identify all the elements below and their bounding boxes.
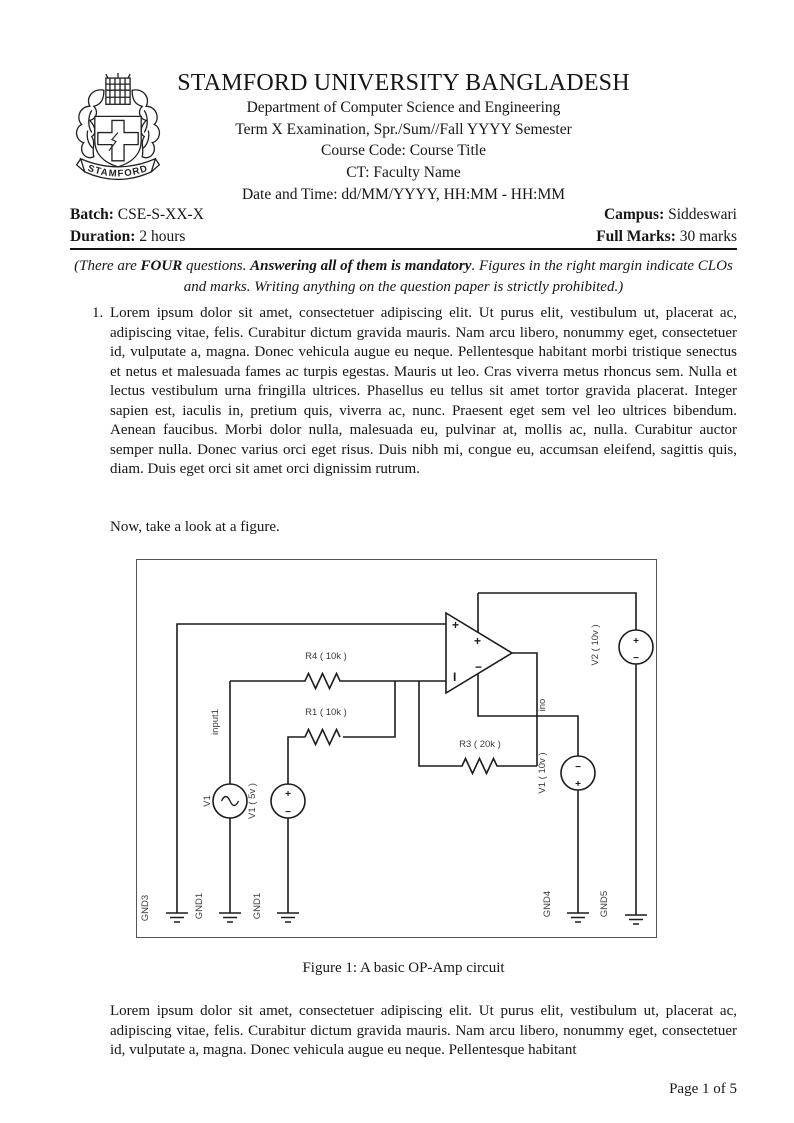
v2-minus-mark: −: [633, 653, 639, 664]
resistor-R3: [418, 681, 537, 776]
ct-line: CT: Faculty Name: [346, 164, 461, 182]
wire-top-rail: [478, 592, 637, 630]
instructions-text: questions.: [182, 258, 251, 274]
ground-gnd4-icon: [567, 912, 589, 923]
v1-5v-minus-mark: −: [285, 807, 291, 818]
question-number: 1.: [92, 305, 104, 321]
label-GND5: GND5: [599, 891, 610, 917]
label-input1: input1: [210, 709, 221, 735]
ac-source-V1: [212, 783, 248, 819]
label-GND3: GND3: [140, 895, 151, 921]
label-R1: R1 ( 10k ): [305, 707, 347, 718]
sine-symbol: [220, 795, 240, 807]
full-marks-label: Full Marks:: [596, 228, 676, 246]
instructions-text: (There are: [74, 258, 141, 274]
label-R3: R3 ( 20k ): [459, 739, 501, 750]
full-marks-row: Full Marks: 30 marks: [596, 226, 737, 248]
v1-10v-plus-mark: +: [575, 779, 581, 790]
duration-row: Duration: 2 hours: [70, 226, 204, 248]
exam-instructions: (There are FOUR questions. Answering all…: [70, 256, 737, 298]
v1-5v-plus-mark: +: [285, 789, 291, 800]
ground-gnd1a-icon: [219, 912, 241, 923]
question-1: 1. Lorem ipsum dolor sit amet, consectet…: [92, 304, 737, 480]
opamp-minus-input-label: I: [453, 670, 456, 684]
wire-supply: [477, 593, 579, 756]
label-GND4: GND4: [542, 891, 553, 917]
figure-1-opamp-circuit: + I + − + − − + + − R4 ( 10k ) R1 ( 10k …: [136, 559, 657, 938]
full-marks-value: 30 marks: [675, 228, 737, 246]
duration-value: 2 hours: [135, 228, 186, 246]
instructions-text: . Figures in the right margin indicate C…: [183, 258, 733, 295]
university-name: STAMFORD UNIVERSITY BANGLADESH: [177, 70, 630, 96]
label-V1-5v: V1 ( 5v ): [247, 783, 258, 819]
ground-gnd1b-icon: [277, 912, 299, 923]
resistor-R4: [230, 671, 446, 691]
crest-graphic: [75, 73, 161, 181]
university-logo: STAMFORD: [66, 70, 170, 186]
instructions-bold-four: FOUR: [140, 258, 183, 274]
label-V1-ac: V1: [202, 795, 213, 807]
logo-banner-text: STAMFORD: [86, 163, 150, 180]
label-ino: ino: [537, 699, 548, 712]
batch-label: Batch:: [70, 206, 114, 223]
opamp-vplus-label: +: [474, 634, 481, 648]
campus-label: Campus:: [603, 206, 665, 223]
page-number: Page 1 of 5: [669, 1081, 737, 1097]
department-line: Department of Computer Science and Engin…: [246, 99, 561, 116]
label-GND1-b: GND1: [252, 893, 263, 919]
resistor-R1: [287, 681, 396, 784]
v1-10v-minus-mark: −: [575, 762, 581, 773]
closing-paragraph: Lorem ipsum dolor sit amet, consectetuer…: [110, 1003, 737, 1058]
batch-value: CSE-S-XX-X: [113, 206, 204, 223]
campus-value: Siddeswari: [664, 206, 737, 223]
figure-border: [136, 559, 657, 938]
label-V1-10v: V1 ( 10v ): [537, 752, 548, 793]
meta-right: Campus: Siddeswari Full Marks: 30 marks: [596, 204, 737, 249]
label-V2-10v: V2 ( 10v ): [590, 624, 601, 665]
meta-left: Batch: CSE-S-XX-X Duration: 2 hours: [70, 204, 204, 249]
term-line: Term X Examination, Spr./Sum//Fall YYYY …: [235, 120, 572, 138]
course-line: Course Code: Course Title: [321, 142, 486, 160]
opamp-plus-input-label: +: [452, 618, 459, 632]
wire-noninverting-input: [176, 623, 446, 913]
batch-row: Batch: CSE-S-XX-X: [70, 204, 204, 226]
figure-caption: Figure 1: A basic OP-Amp circuit: [302, 960, 505, 976]
header-divider: [70, 248, 737, 250]
header-block: STAMFORD UNIVERSITY BANGLADESH: [70, 69, 737, 97]
campus-row: Campus: Siddeswari: [596, 204, 737, 226]
instructions-bold-mandatory: Answering all of them is mandatory: [250, 258, 472, 274]
question-paragraph: Lorem ipsum dolor sit amet, consectetuer…: [110, 305, 737, 477]
ground-gnd5-icon: [625, 914, 647, 925]
ground-gnd3-icon: [166, 912, 188, 923]
header-sub-block: Department of Computer Science and Engin…: [70, 97, 737, 206]
label-GND1-a: GND1: [194, 893, 205, 919]
circuit-wires: [166, 592, 654, 925]
opamp-triangle: [445, 611, 514, 695]
figure-intro-line: Now, take a look at a figure.: [110, 519, 280, 535]
duration-label: Duration:: [70, 228, 136, 246]
datetime-line: Date and Time: dd/MM/YYYY, HH:MM - HH:MM: [241, 185, 566, 203]
wire-output: [512, 652, 538, 766]
opamp-vminus-label: −: [475, 660, 482, 674]
v2-plus-mark: +: [633, 636, 639, 647]
label-R4: R4 ( 10k ): [305, 651, 347, 662]
